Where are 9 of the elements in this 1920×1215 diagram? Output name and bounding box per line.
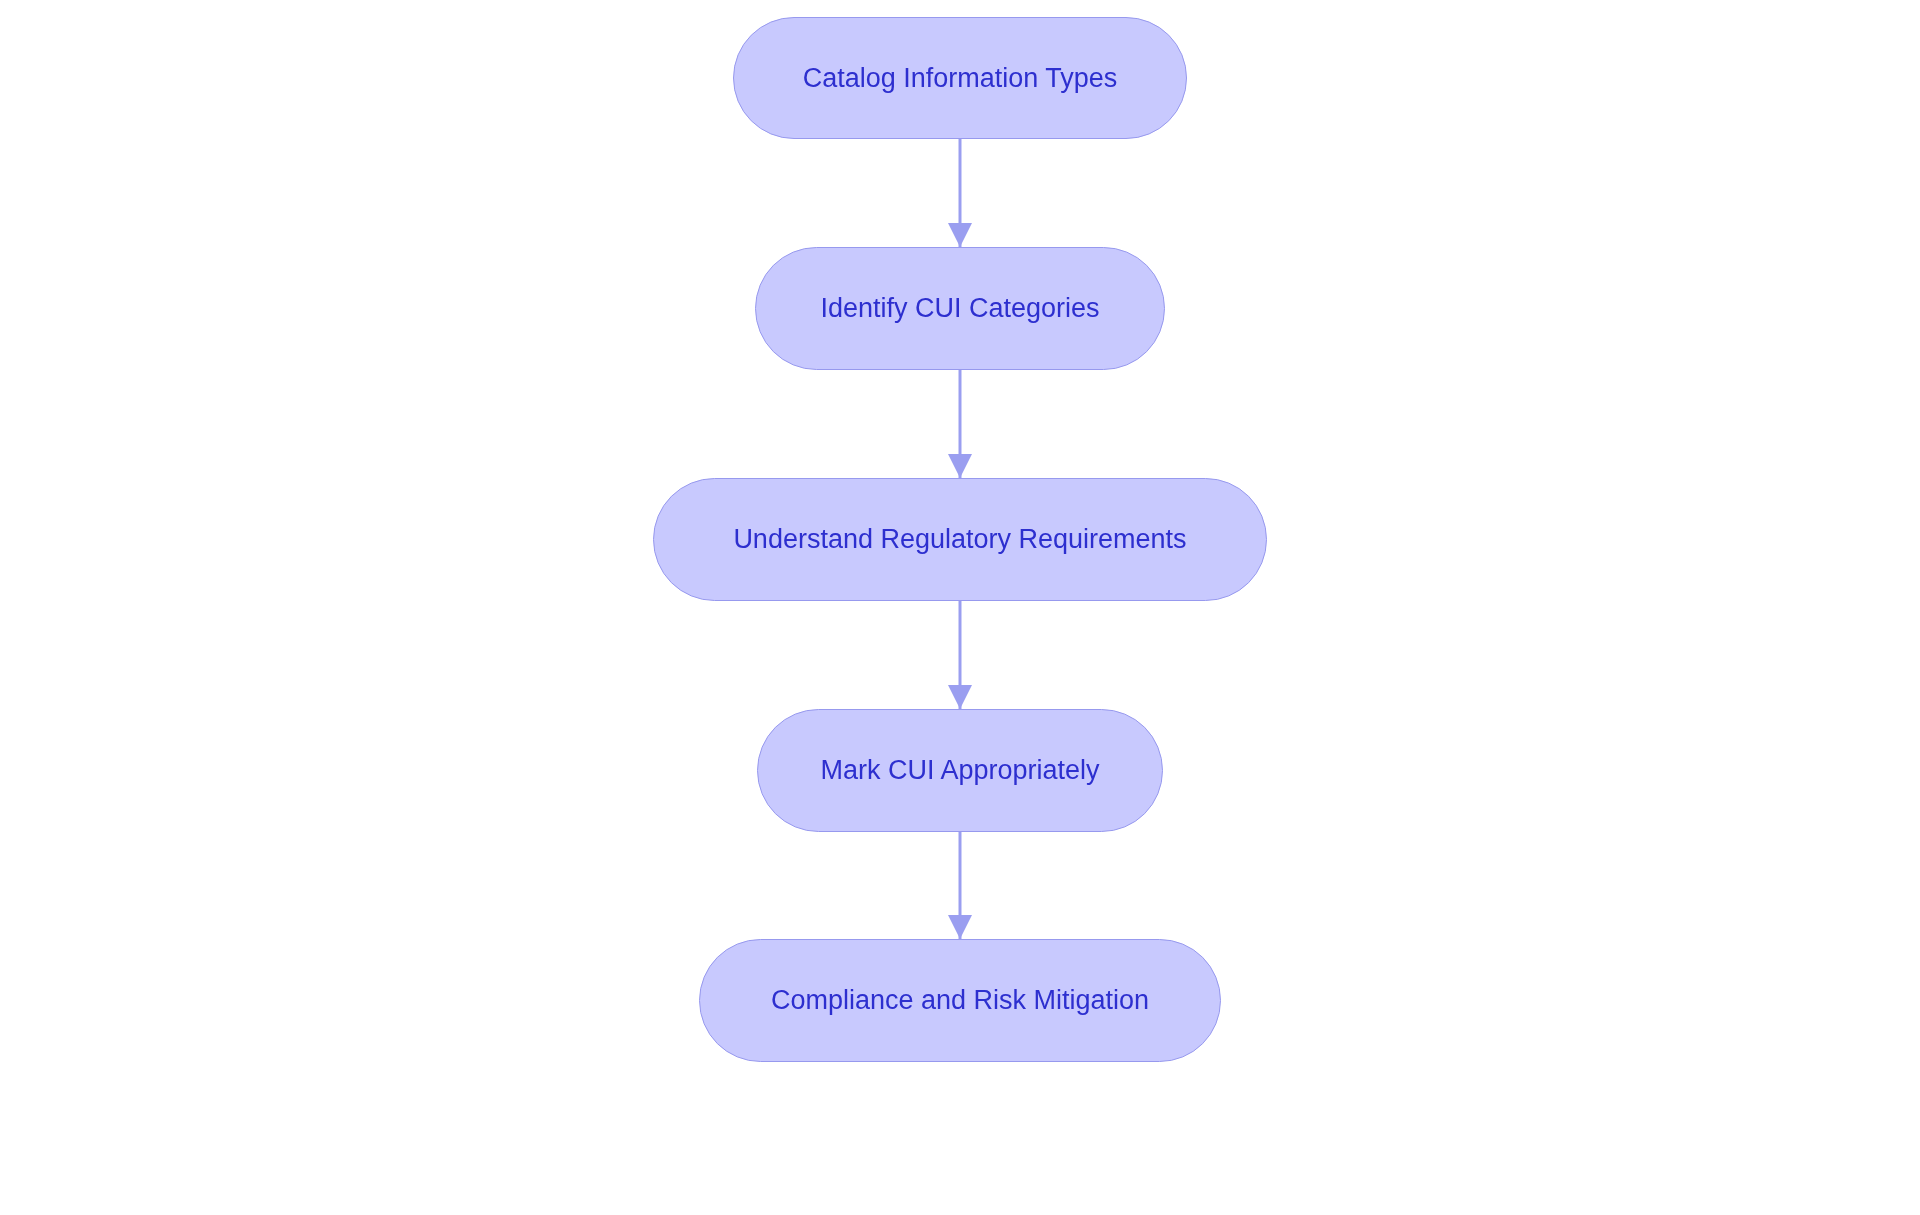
node-label: Mark CUI Appropriately — [820, 755, 1100, 786]
node-label: Compliance and Risk Mitigation — [770, 985, 1150, 1016]
arrow — [948, 139, 972, 247]
arrow — [948, 601, 972, 709]
node-label: Catalog Information Types — [802, 62, 1118, 94]
node-label: Understand Regulatory Requirements — [733, 524, 1187, 555]
arrow — [948, 832, 972, 939]
node-label: Identify CUI Categories — [820, 293, 1100, 324]
arrow — [948, 370, 972, 478]
